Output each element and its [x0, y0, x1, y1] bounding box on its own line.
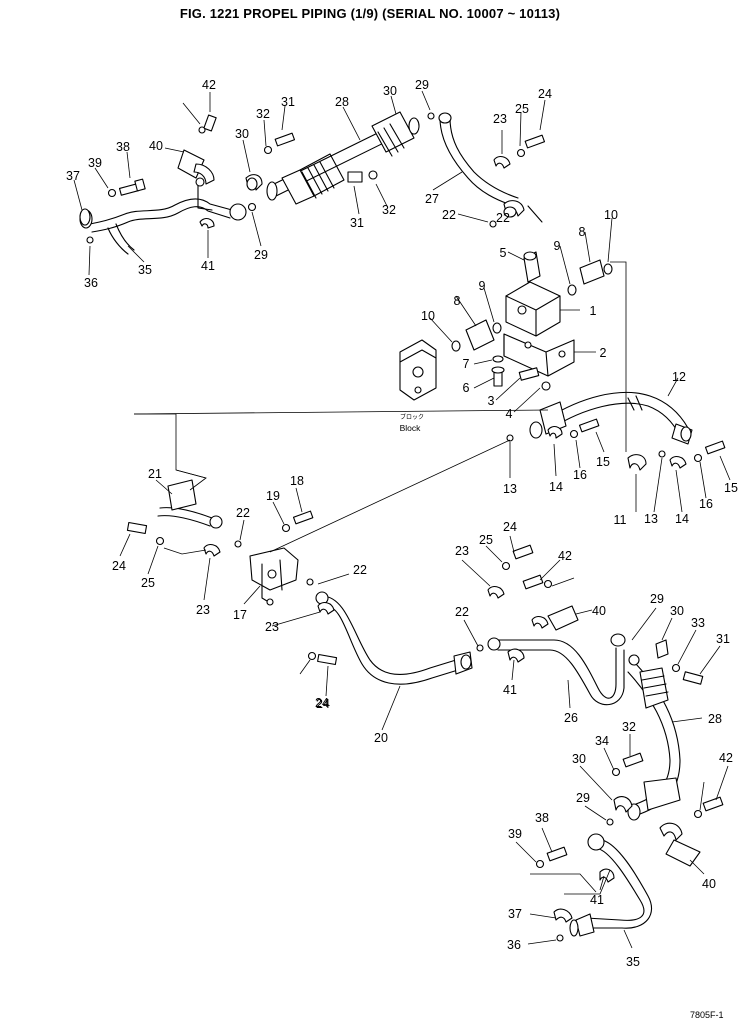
callout-19: 19	[266, 489, 280, 503]
callout-20: 20	[374, 731, 388, 745]
callout-9: 9	[554, 239, 561, 253]
hose-12-assembly	[506, 261, 726, 471]
figure-title: FIG. 1221 PROPEL PIPING (1/9) (SERIAL NO…	[179, 6, 561, 21]
callout-24: 24	[503, 520, 517, 534]
callout-40: 41	[201, 259, 215, 273]
callout-13: 13	[644, 512, 658, 526]
callout-24: 24	[538, 87, 552, 101]
callout-35: 36	[507, 938, 521, 952]
callout-22: 22	[455, 605, 469, 619]
callout-11: 11	[614, 513, 627, 527]
callout-10: 10	[421, 309, 435, 323]
callout-8: 8	[454, 294, 461, 308]
callout-40: 41	[590, 893, 604, 907]
callout-23: 23	[493, 112, 507, 126]
callout-30: 30	[235, 127, 249, 141]
callout-29: 29	[576, 791, 590, 805]
callout-22: 22	[236, 506, 250, 520]
callout-39: 40	[149, 139, 163, 153]
callout-29: 29	[415, 78, 429, 92]
tube-34-assembly	[79, 111, 546, 255]
callout-1: 1	[590, 304, 597, 318]
callout-16: 16	[699, 497, 713, 511]
callout-32: 32	[382, 203, 396, 217]
tube-21-assembly	[126, 409, 549, 606]
callout-27: 27	[425, 192, 439, 206]
callout-40: 41	[503, 683, 517, 697]
callout-23: 23	[196, 603, 210, 617]
callout-8: 8	[579, 225, 586, 239]
callout-22: 22	[496, 211, 510, 225]
callout-13: 13	[503, 482, 517, 496]
callout-36: 37	[66, 169, 80, 183]
callout-2: 2	[600, 346, 607, 360]
callout-32: 34	[595, 734, 609, 748]
callout-30: 30	[670, 604, 684, 618]
callout-18: 18	[290, 474, 304, 488]
callout-17: 17	[233, 608, 247, 622]
leader-lines	[73, 90, 731, 949]
block-label: Block	[400, 423, 422, 433]
callout-10: 10	[604, 208, 618, 222]
callout-37: 38	[535, 811, 549, 825]
callout-26: 26	[564, 711, 578, 725]
callout-25: 25	[479, 533, 493, 547]
callout-9: 9	[479, 279, 486, 293]
callout-39: 40	[592, 604, 606, 618]
block-label-jp: ブロック	[400, 413, 424, 421]
callout-24: 24	[315, 696, 329, 710]
callout-31: 31	[281, 95, 295, 109]
callout-41: 42	[558, 549, 572, 563]
callout-7: 7	[463, 357, 470, 371]
callout-34: 35	[138, 263, 152, 277]
callout-36: 37	[508, 907, 522, 921]
callout-31: 31	[350, 216, 364, 230]
callout-31: 32	[622, 720, 636, 734]
callout-numbers: 1 2 3 4 5 6 7 8 8 9 9 10 10 11 12 13 13 …	[66, 78, 738, 969]
callout-29: 29	[254, 248, 268, 262]
callout-30: 30	[572, 752, 586, 766]
callout-5: 5	[500, 246, 507, 260]
callout-39: 40	[702, 877, 716, 891]
callout-16: 16	[573, 468, 587, 482]
tube-26-assembly	[476, 544, 724, 942]
callout-25: 25	[515, 102, 529, 116]
callout-4: 4	[506, 407, 513, 421]
center-block-assembly: ブロック Block	[399, 251, 613, 433]
callout-21: 21	[148, 467, 162, 481]
callout-24: 24	[112, 559, 126, 573]
callout-33: 35	[626, 955, 640, 969]
callout-31: 31	[716, 632, 730, 646]
callout-28: 28	[708, 712, 722, 726]
callout-22: 22	[353, 563, 367, 577]
callout-28: 28	[335, 95, 349, 109]
callout-12: 12	[672, 370, 686, 384]
callout-35: 36	[84, 276, 98, 290]
callout-23: 23	[265, 620, 279, 634]
callout-14: 14	[675, 512, 689, 526]
callout-15: 15	[596, 455, 610, 469]
callout-38: 39	[88, 156, 102, 170]
callout-37: 38	[116, 140, 130, 154]
callout-41: 42	[719, 751, 733, 765]
callout-32: 32	[256, 107, 270, 121]
callout-23: 23	[455, 544, 469, 558]
callout-32: 33	[691, 616, 705, 630]
callout-24: 24	[316, 697, 330, 711]
callout-15: 15	[724, 481, 738, 495]
callout-14: 14	[549, 480, 563, 494]
callout-22: 22	[442, 208, 456, 222]
tube-20-assembly	[306, 578, 473, 685]
callout-6: 6	[463, 381, 470, 395]
page-code: 7805F-1	[690, 1010, 724, 1020]
callout-25: 25	[141, 576, 155, 590]
callout-41: 42	[202, 78, 216, 92]
callout-38: 39	[508, 827, 522, 841]
callout-3: 3	[488, 394, 495, 408]
callout-30: 30	[383, 84, 397, 98]
callout-29: 29	[650, 592, 664, 606]
